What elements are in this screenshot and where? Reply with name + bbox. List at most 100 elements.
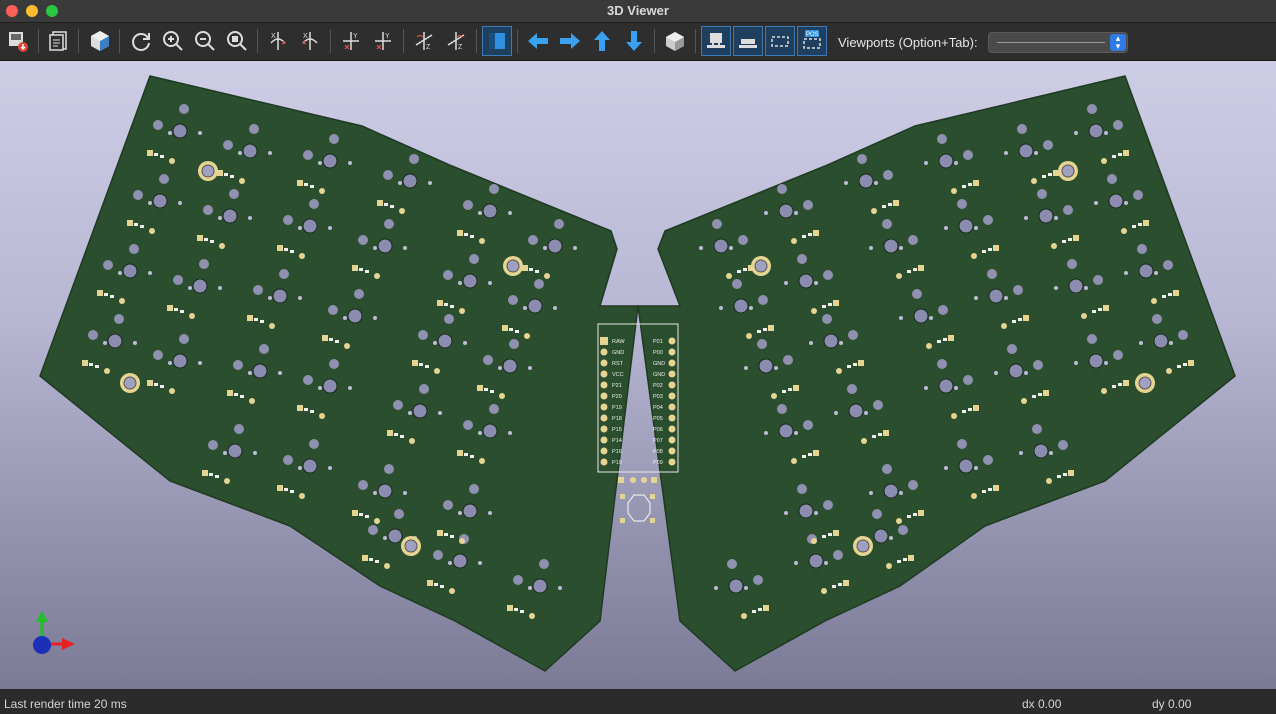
switch-footprint	[443, 254, 492, 289]
switch-footprint	[764, 184, 813, 219]
mounting-hole	[1058, 161, 1078, 181]
mounting-hole	[1135, 373, 1155, 393]
show-tht-icon[interactable]	[701, 26, 731, 56]
switch-footprint	[508, 279, 557, 314]
dx-readout: dx 0.00	[1022, 697, 1062, 711]
render-time-text: Last render time 20 ms	[4, 697, 127, 711]
diode	[227, 390, 255, 404]
viewports-select[interactable]: ▴▾	[988, 32, 1128, 53]
switch-footprint	[203, 189, 252, 224]
svg-text:P16: P16	[612, 449, 622, 455]
zoom-out-icon[interactable]	[191, 27, 219, 55]
switch-footprint	[303, 134, 352, 169]
mcu-pin: P06	[653, 425, 676, 433]
pan-up-icon[interactable]	[588, 27, 616, 55]
diode	[362, 555, 390, 569]
reload-icon[interactable]	[127, 27, 155, 55]
diode	[1121, 220, 1149, 234]
diode	[811, 530, 839, 544]
diode	[297, 405, 325, 419]
switch-footprint	[744, 339, 793, 374]
switch-footprint	[383, 154, 432, 189]
mcu-pin: P18	[600, 414, 622, 422]
switch-footprint	[528, 219, 577, 254]
diode	[791, 230, 819, 244]
bounding-box-icon[interactable]	[661, 27, 689, 55]
diode	[197, 235, 225, 249]
show-virtual-icon[interactable]	[765, 26, 795, 56]
svg-text:P15: P15	[612, 427, 622, 433]
svg-text:GND: GND	[653, 372, 665, 378]
show-smd-icon[interactable]	[733, 26, 763, 56]
mcu-pin: P14	[600, 436, 622, 444]
switch-footprint	[223, 124, 272, 159]
diode	[297, 180, 325, 194]
svg-text:P00: P00	[653, 350, 663, 356]
diode	[1101, 380, 1129, 394]
copy-icon[interactable]	[45, 27, 73, 55]
switch-footprint	[463, 404, 512, 439]
svg-text:Y: Y	[385, 33, 390, 40]
svg-text:X: X	[271, 33, 276, 40]
svg-text:Z: Z	[426, 44, 431, 51]
diode	[457, 450, 485, 464]
close-window-button[interactable]	[6, 5, 18, 17]
switch-footprint	[1074, 334, 1123, 369]
export-image-icon[interactable]	[4, 27, 32, 55]
svg-text:POS: POS	[806, 32, 819, 38]
rotate-y-ccw-icon[interactable]: Y	[369, 27, 397, 55]
render-mode-icon[interactable]	[86, 27, 114, 55]
window-title: 3D Viewer	[607, 3, 669, 18]
rotate-y-cw-icon[interactable]: Y	[337, 27, 365, 55]
maximize-window-button[interactable]	[46, 5, 58, 17]
diode	[167, 305, 195, 319]
zoom-fit-icon[interactable]	[223, 27, 251, 55]
switch-footprint	[153, 104, 202, 139]
diode	[277, 485, 305, 499]
mcu-pin: P15	[600, 425, 622, 433]
pan-left-icon[interactable]	[524, 27, 552, 55]
orthographic-icon[interactable]	[482, 26, 512, 56]
rotate-z-ccw-icon[interactable]: Z	[442, 27, 470, 55]
mcu-pin: P07	[653, 436, 676, 444]
svg-text:P07: P07	[653, 438, 663, 444]
rotate-x-cw-icon[interactable]: X	[264, 27, 292, 55]
minimize-window-button[interactable]	[26, 5, 38, 17]
diode	[322, 335, 350, 349]
diode	[896, 265, 924, 279]
switch-footprint	[699, 219, 748, 254]
mounting-hole	[401, 536, 421, 556]
mounting-holes	[120, 161, 1155, 556]
diode	[726, 265, 754, 279]
switch-footprint	[764, 404, 813, 439]
pan-down-icon[interactable]	[620, 27, 648, 55]
svg-text:RST: RST	[612, 361, 624, 367]
svg-text:P08: P08	[653, 449, 663, 455]
rotate-x-ccw-icon[interactable]: X	[296, 27, 324, 55]
diode	[127, 220, 155, 234]
zoom-in-icon[interactable]	[159, 27, 187, 55]
switch-footprint	[944, 439, 993, 474]
switch-footprint	[418, 314, 467, 349]
switch-footprint	[714, 559, 763, 594]
rotate-z-cw-icon[interactable]: Z	[410, 27, 438, 55]
pan-right-icon[interactable]	[556, 27, 584, 55]
switch-footprint	[869, 219, 918, 254]
diode	[951, 180, 979, 194]
diode	[1101, 150, 1129, 164]
mcu-pin: GND	[653, 370, 676, 378]
diode	[1046, 470, 1074, 484]
mcu-pin: GND	[600, 348, 624, 356]
show-not-in-pos-icon[interactable]: POS	[797, 26, 827, 56]
switch-footprint	[859, 509, 908, 544]
mcu-pin: P00	[653, 348, 676, 356]
svg-text:P09: P09	[653, 460, 663, 466]
svg-text:P19: P19	[612, 405, 622, 411]
diode	[741, 605, 769, 619]
dy-readout: dy 0.00	[1152, 697, 1192, 711]
switch-footprint	[924, 359, 973, 394]
pcb-outline-right	[637, 75, 1236, 672]
switch-footprint	[1019, 424, 1068, 459]
switch-footprint	[719, 279, 768, 314]
